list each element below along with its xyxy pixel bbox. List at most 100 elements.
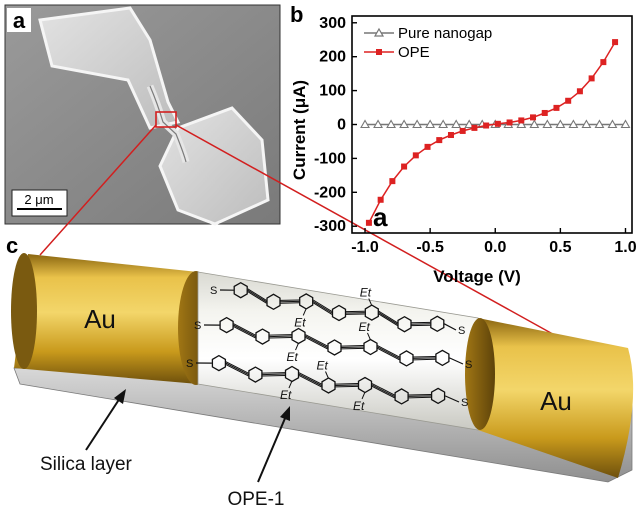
ethyl-label: Et <box>294 315 306 329</box>
benzene-ring <box>211 354 227 372</box>
y-tick-label: -300 <box>314 218 346 235</box>
thiol-end-left: S <box>186 358 193 370</box>
x-axis-title: Voltage (V) <box>433 267 521 286</box>
y-tick-label: 300 <box>319 15 346 32</box>
benzene-ring <box>363 338 378 356</box>
legend-marker-ope <box>376 49 382 55</box>
benzene-ring <box>430 387 446 405</box>
triple-bond <box>262 374 285 377</box>
benzene-ring <box>255 328 270 345</box>
data-point-pure-nanogap <box>386 119 397 129</box>
bond <box>443 323 457 331</box>
y-axis-title: Current (μA) <box>290 80 309 180</box>
triple-bond <box>413 358 436 361</box>
panel-letter-b: b <box>290 2 303 27</box>
triple-bond <box>247 288 267 301</box>
zoom-pointer-left <box>39 124 157 256</box>
bond <box>444 395 460 403</box>
benzene-ring <box>327 339 342 356</box>
triple-bond <box>247 291 267 304</box>
data-point-pure-nanogap <box>373 119 383 129</box>
triple-bond <box>298 372 322 385</box>
x-tick-label: 1.0 <box>614 239 636 256</box>
ethyl-bond <box>367 332 371 341</box>
x-tick-label: -1.0 <box>351 239 379 256</box>
ethyl-bond <box>302 308 307 316</box>
electrode-right-label: Au <box>540 386 572 416</box>
data-point-ope <box>494 120 501 127</box>
sem-panel: 2 μm a <box>4 4 281 226</box>
data-point-pure-nanogap <box>451 119 462 129</box>
data-point-pure-nanogap <box>607 119 618 129</box>
legend-label-ope: OPE <box>398 44 430 61</box>
triple-bond <box>335 384 359 386</box>
benzene-ring <box>397 315 412 333</box>
data-point-ope <box>389 178 396 185</box>
x-tick-label: 0.0 <box>484 239 506 256</box>
scale-bar-label: 2 μm <box>24 192 53 207</box>
ethyl-label: Et <box>287 350 299 364</box>
data-point-pure-nanogap <box>425 119 436 129</box>
triple-bond <box>305 335 328 348</box>
molecule-label: OPE-1 <box>227 489 284 510</box>
triple-bond <box>378 313 398 327</box>
thiol-end-right: S <box>461 397 468 409</box>
y-tick-label: 200 <box>319 49 346 66</box>
triple-bond <box>233 326 256 339</box>
triple-bond <box>247 289 267 303</box>
triple-bond <box>377 345 400 358</box>
data-point-ope <box>412 152 419 159</box>
triple-bond <box>225 362 249 376</box>
triple-bond <box>371 385 395 399</box>
triple-bond <box>377 347 400 361</box>
y-tick-label: -200 <box>314 184 346 201</box>
triple-bond <box>305 336 328 350</box>
panel-letter-a: a <box>13 8 26 33</box>
sem-zoom-box <box>155 111 177 128</box>
triple-bond <box>225 364 249 377</box>
data-point-ope <box>365 219 372 226</box>
benzene-ring <box>394 388 409 405</box>
ethyl-bond <box>288 380 293 389</box>
panel-letter-c: c <box>6 233 18 258</box>
data-point-ope <box>377 196 384 203</box>
ethyl-label: Et <box>353 399 365 413</box>
data-point-ope <box>483 122 490 129</box>
triple-bond <box>298 373 322 386</box>
data-point-ope <box>401 163 408 170</box>
triple-bond <box>371 383 395 396</box>
triple-bond <box>233 323 256 336</box>
sem-electrode-upper <box>38 6 181 130</box>
data-point-ope <box>565 97 572 104</box>
sem-electrode-lower <box>158 106 270 226</box>
chart-inset-label: a <box>373 202 388 232</box>
data-point-ope <box>424 143 431 150</box>
series-line-ope <box>368 41 616 224</box>
data-point-pure-nanogap <box>399 119 410 129</box>
benzene-ring <box>364 304 379 321</box>
thiol-end-left: S <box>194 320 201 332</box>
data-point-pure-nanogap <box>516 119 527 129</box>
x-tick-label: 0.5 <box>549 239 571 256</box>
x-tick-label: -0.5 <box>416 239 444 256</box>
y-tick-label: -100 <box>314 150 346 167</box>
triple-bond <box>262 372 285 374</box>
thiol-end-right: S <box>458 325 465 337</box>
triple-bond <box>225 361 249 374</box>
triple-bond <box>341 347 364 350</box>
ethyl-label: Et <box>317 359 329 373</box>
thiol-end-right: S <box>465 359 472 371</box>
triple-bond <box>312 300 333 314</box>
legend-marker-pure-nanogap <box>373 27 385 37</box>
panel-letter-a-box <box>7 8 31 32</box>
triple-bond <box>408 393 432 396</box>
data-point-ope <box>612 39 619 46</box>
triple-bond <box>335 383 359 385</box>
ethyl-label: Et <box>360 286 372 300</box>
data-point-pure-nanogap <box>542 119 553 129</box>
molecule-arrowhead <box>280 406 290 421</box>
